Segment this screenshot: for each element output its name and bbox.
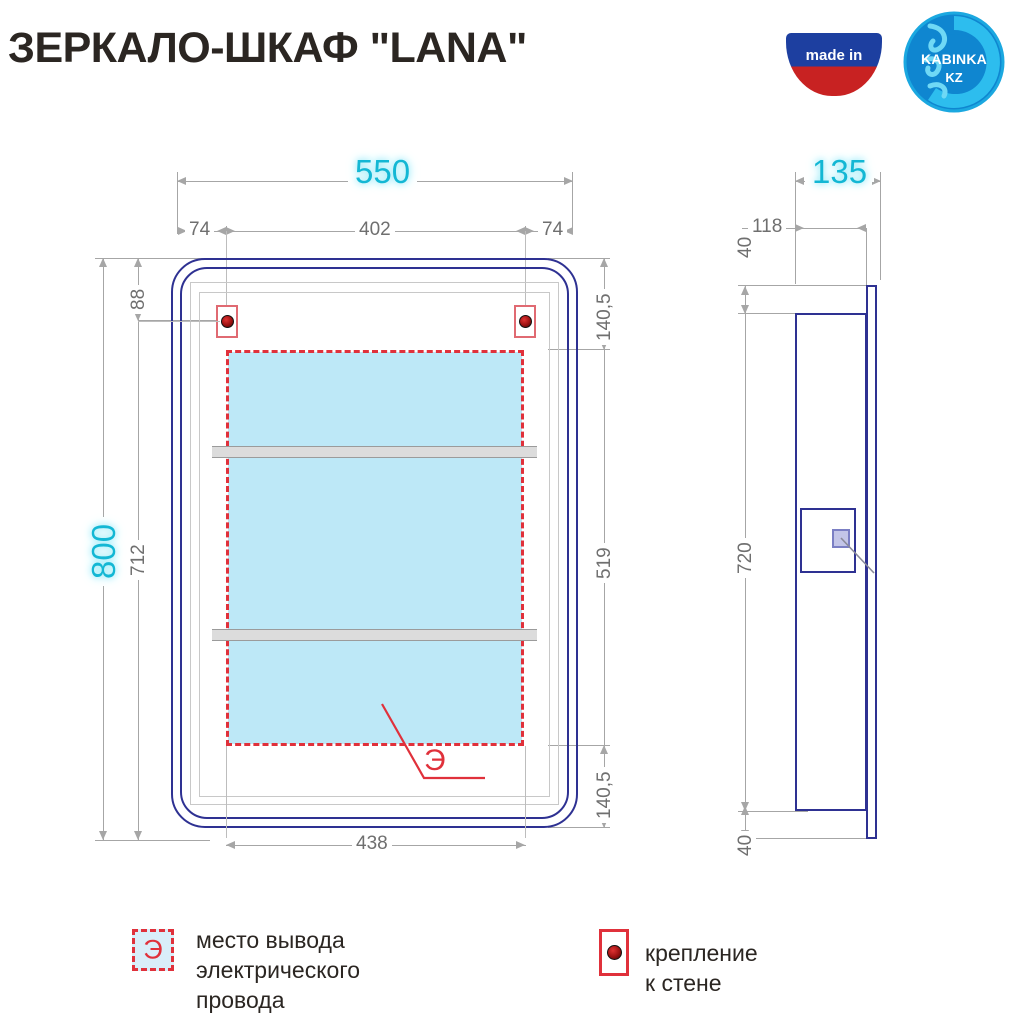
dim-label-bottom-offset: 40 [735, 830, 756, 860]
arrow-74l-in [178, 227, 187, 235]
arrow-118-right [857, 224, 866, 232]
dim-label-overall-height: 800 [85, 516, 122, 586]
ext-line-40bot-b [738, 838, 868, 839]
arrow-140top-up [600, 258, 608, 267]
dim-label-mount-right-offset: 74 [538, 220, 568, 240]
dim-label-mount-left-offset: 74 [185, 220, 215, 240]
dim-label-inner-width: 438 [352, 834, 392, 854]
dim-label-mount-spacing: 402 [355, 220, 395, 240]
arrow-88-top [134, 258, 142, 267]
legend-electrical-label: место вывода электрического провода [196, 927, 360, 1013]
made-in-badge: made in [786, 33, 882, 96]
legend-electrical-icon: Э [132, 929, 174, 971]
technical-drawing-page: ЗЕРКАЛО-ШКАФ "LANA" made in KABINKA KZ 5… [8, 8, 1008, 1013]
dim-label-mirror-top-margin: 140,5 [594, 289, 615, 345]
ext-line-mount-axis [138, 321, 220, 322]
arrow-402-left [226, 227, 235, 235]
dim-label-mirror-height: 519 [594, 543, 615, 583]
arrow-40bot-up [741, 806, 749, 815]
ext-line-519-bottom [548, 745, 610, 746]
legend-wall-mount-icon [599, 929, 629, 976]
cabinet-inner-frame [180, 267, 569, 819]
ext-line-550-left [177, 172, 178, 206]
dim-line-40-top [745, 285, 746, 319]
cabinet-outer-frame [171, 258, 578, 828]
ext-line-40top-a [738, 285, 868, 286]
dim-line-712 [138, 320, 139, 840]
mirror-panel [228, 352, 522, 744]
arrow-40top-up [741, 286, 749, 295]
arrow-550-right [564, 177, 573, 185]
arrow-800-top [99, 258, 107, 267]
arrow-74l-out [217, 227, 226, 235]
arrow-74r-out [564, 227, 573, 235]
arrow-550-left [177, 177, 186, 185]
ext-line-140top-a [548, 258, 610, 259]
logo-brand-label: KABINKA [921, 51, 987, 67]
ext-line-140bot-b [548, 827, 610, 828]
electrical-marker-glyph: Э [424, 744, 446, 777]
arrow-140top-down [600, 341, 608, 350]
ext-line-mount-right-down [525, 231, 526, 321]
electrical-leader-line [381, 703, 485, 780]
cabinet-carcass-inner [199, 292, 550, 797]
ext-line-140top-b [548, 349, 610, 350]
mirror-dashed-boundary [226, 350, 524, 746]
logo-country-label: KZ [945, 70, 963, 85]
ext-line-800-top [95, 258, 210, 259]
ext-line-74l-a [177, 206, 178, 234]
arrow-88-bottom [134, 312, 142, 321]
arrow-135-right [872, 177, 881, 185]
shelf-upper [212, 446, 537, 458]
dim-label-mount-to-bottom: 712 [128, 540, 149, 580]
legend-wall-mount-label: крепление к стене [645, 940, 758, 996]
arrow-74r-in [525, 227, 534, 235]
ext-line-438-right [525, 746, 526, 838]
kabinka-logo-icon [903, 11, 1005, 113]
ext-line-712-top [138, 320, 228, 321]
ext-line-800-bottom [95, 840, 210, 841]
legend-electrical-glyph: Э [143, 934, 163, 965]
side-door-panel [866, 285, 877, 839]
ext-line-40bot-a [738, 811, 808, 812]
ext-line-40top-b [738, 313, 808, 314]
dim-label-body-depth: 118 [748, 217, 787, 237]
dim-label-mirror-bottom-margin: 140,5 [594, 767, 615, 823]
made-in-label: made in [805, 47, 863, 64]
ext-line-mount-left-down [226, 231, 227, 321]
ext-line-118-right [866, 228, 867, 286]
wall-mount-dot-icon [518, 315, 532, 328]
ext-line-550-right [572, 172, 573, 206]
arrow-438-left [226, 841, 235, 849]
arrow-140bot-up [600, 745, 608, 754]
ext-line-135-right [880, 172, 881, 280]
cabinet-carcass-outline [190, 282, 559, 805]
kabinka-logo: KABINKA KZ [900, 8, 1008, 116]
dim-label-overall-depth: 135 [805, 155, 875, 188]
arrow-402-right [516, 227, 525, 235]
arrow-40top-down [741, 305, 749, 314]
arrow-140bot-down [600, 819, 608, 828]
arrow-800-bottom [99, 831, 107, 840]
wall-mount-dot-icon [220, 315, 234, 328]
shelf-lower [212, 629, 537, 641]
dim-label-overall-width: 550 [348, 155, 418, 188]
latch-detail-box [800, 508, 856, 573]
ext-line-438-left [226, 746, 227, 838]
legend-wall-mount-dot [606, 945, 622, 960]
arrow-118-left [795, 224, 804, 232]
flag-shield-icon [786, 33, 882, 96]
dim-line-118 [742, 228, 866, 229]
arrow-438-right [516, 841, 525, 849]
dim-label-top-offset: 40 [735, 232, 756, 262]
dim-label-top-to-mount: 88 [128, 284, 149, 314]
latch-leader-line [840, 537, 875, 574]
dim-label-body-height: 720 [735, 538, 756, 578]
page-title: ЗЕРКАЛО-ШКАФ "LANA" [8, 24, 527, 72]
arrow-135-left [795, 177, 804, 185]
ext-line-74r-a [572, 206, 573, 234]
arrow-712-bottom [134, 831, 142, 840]
dim-line-40-bottom [745, 805, 746, 839]
wall-mount-right [514, 305, 536, 338]
